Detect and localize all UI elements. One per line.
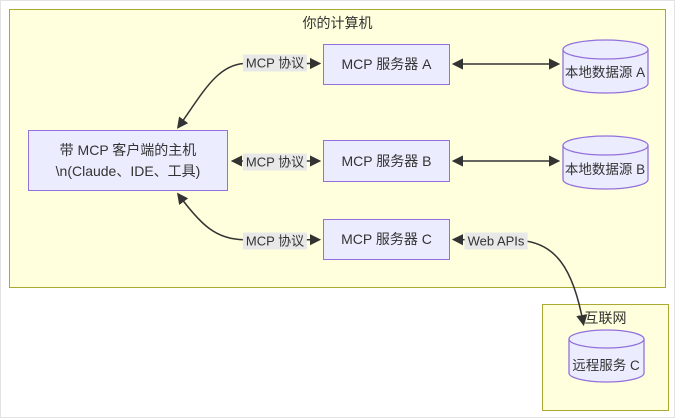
label-local-datasource-a: 本地数据源 A — [564, 65, 646, 80]
edge-label-web-apis: Web APIs — [464, 232, 528, 250]
node-mcp-server-b: MCP 服务器 B — [323, 140, 450, 182]
group-your-computer-title: 你的计算机 — [302, 15, 373, 31]
edge-label-mcp-protocol-a: MCP 协议 — [242, 54, 308, 72]
label-remote-service-c: 远程服务 C — [572, 358, 640, 373]
node-mcp-server-a: MCP 服务器 A — [323, 44, 450, 85]
edge-label-mcp-protocol-c: MCP 协议 — [242, 232, 308, 250]
edge-label-mcp-protocol-b: MCP 协议 — [242, 153, 308, 171]
label-local-datasource-b: 本地数据源 B — [564, 162, 646, 177]
node-host-with-mcp-client: 带 MCP 客户端的主机 \n(Claude、IDE、工具) — [28, 130, 228, 191]
group-internet-title: 互联网 — [584, 310, 627, 326]
node-host-line2: \n(Claude、IDE、工具) — [55, 162, 201, 179]
node-host-line1: 带 MCP 客户端的主机 — [59, 141, 197, 158]
node-mcp-server-c: MCP 服务器 C — [323, 219, 450, 260]
